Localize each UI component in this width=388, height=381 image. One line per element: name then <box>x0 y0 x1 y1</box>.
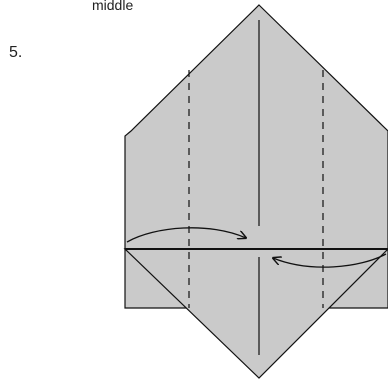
curved-arrow-left-icon <box>273 253 387 268</box>
previous-step-caption: middle <box>92 0 134 13</box>
paper-upper-body <box>124 4 388 250</box>
curved-arrow-right-icon <box>126 227 246 243</box>
step-number: 5. <box>9 44 23 61</box>
paper-bottom-point <box>123 248 388 379</box>
